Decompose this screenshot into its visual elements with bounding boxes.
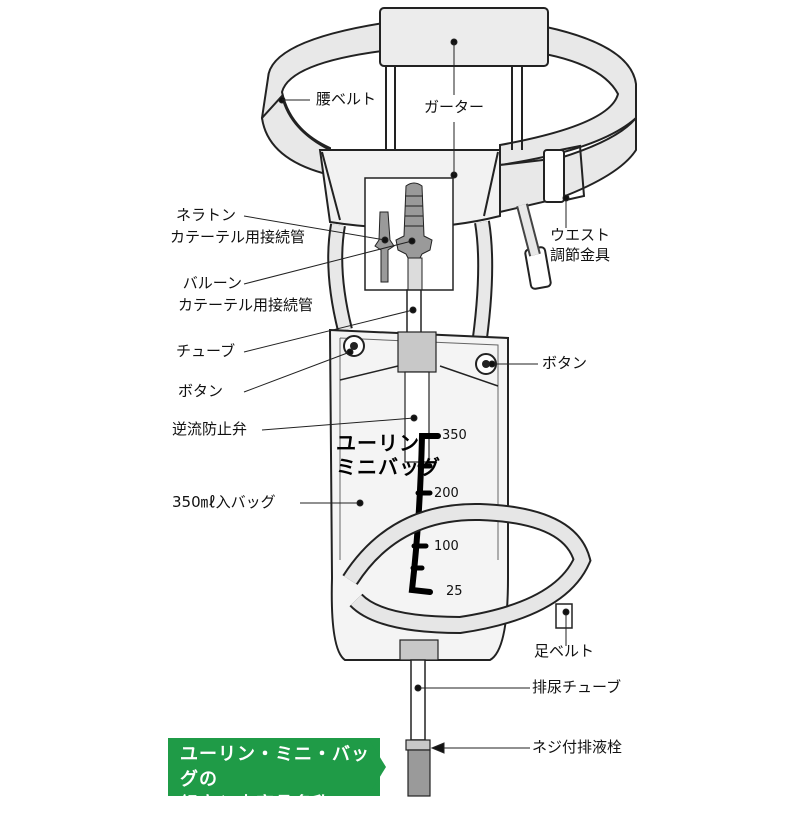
label-waist-adjuster-1: ウエスト bbox=[550, 226, 611, 244]
scale-350: 350 bbox=[442, 428, 467, 443]
title-banner: ユーリン・ミニ・バッグの 組立と内容品名称 bbox=[168, 738, 380, 815]
banner-line2: 組立と内容品名称 bbox=[180, 794, 332, 815]
waist-adjuster bbox=[516, 144, 586, 290]
garter bbox=[379, 7, 549, 150]
label-button-left: ボタン bbox=[178, 382, 224, 400]
label-bag: 350㎖入バッグ bbox=[172, 493, 276, 511]
label-button-right: ボタン bbox=[542, 354, 588, 372]
label-drain-plug: ネジ付排液栓 bbox=[532, 738, 623, 756]
label-balloon-1: バルーン bbox=[182, 274, 242, 292]
label-waist-adjuster-2: 調節金具 bbox=[550, 246, 611, 264]
label-garter: ガーター bbox=[424, 98, 485, 116]
label-balloon-2: カテーテル用接続管 bbox=[178, 296, 314, 314]
leader-lines bbox=[243, 38, 570, 754]
bag-brand-line2: ミニバッグ bbox=[336, 455, 441, 479]
label-nelaton-1: ネラトン bbox=[175, 206, 236, 224]
label-drain-tube: 排尿チューブ bbox=[532, 678, 622, 696]
garter-straps bbox=[327, 220, 494, 354]
urine-bag-diagram bbox=[243, 7, 637, 797]
label-check-valve: 逆流防止弁 bbox=[172, 420, 248, 438]
label-leg-belt: 足ベルト bbox=[534, 642, 595, 660]
bag-brand-line1: ユーリン bbox=[336, 431, 420, 455]
banner-line1: ユーリン・ミニ・バッグの bbox=[180, 744, 370, 790]
label-waist-belt: 腰ベルト bbox=[316, 90, 377, 108]
drain-assembly bbox=[405, 659, 431, 797]
connector-box bbox=[364, 177, 454, 291]
inlet-tube bbox=[406, 289, 422, 339]
label-nelaton-2: カテーテル用接続管 bbox=[170, 228, 306, 246]
banner-arrow bbox=[368, 738, 386, 796]
scale-100: 100 bbox=[434, 539, 459, 554]
scale-200: 200 bbox=[434, 486, 459, 501]
label-tube: チューブ bbox=[176, 342, 236, 360]
scale-25: 25 bbox=[446, 584, 463, 599]
